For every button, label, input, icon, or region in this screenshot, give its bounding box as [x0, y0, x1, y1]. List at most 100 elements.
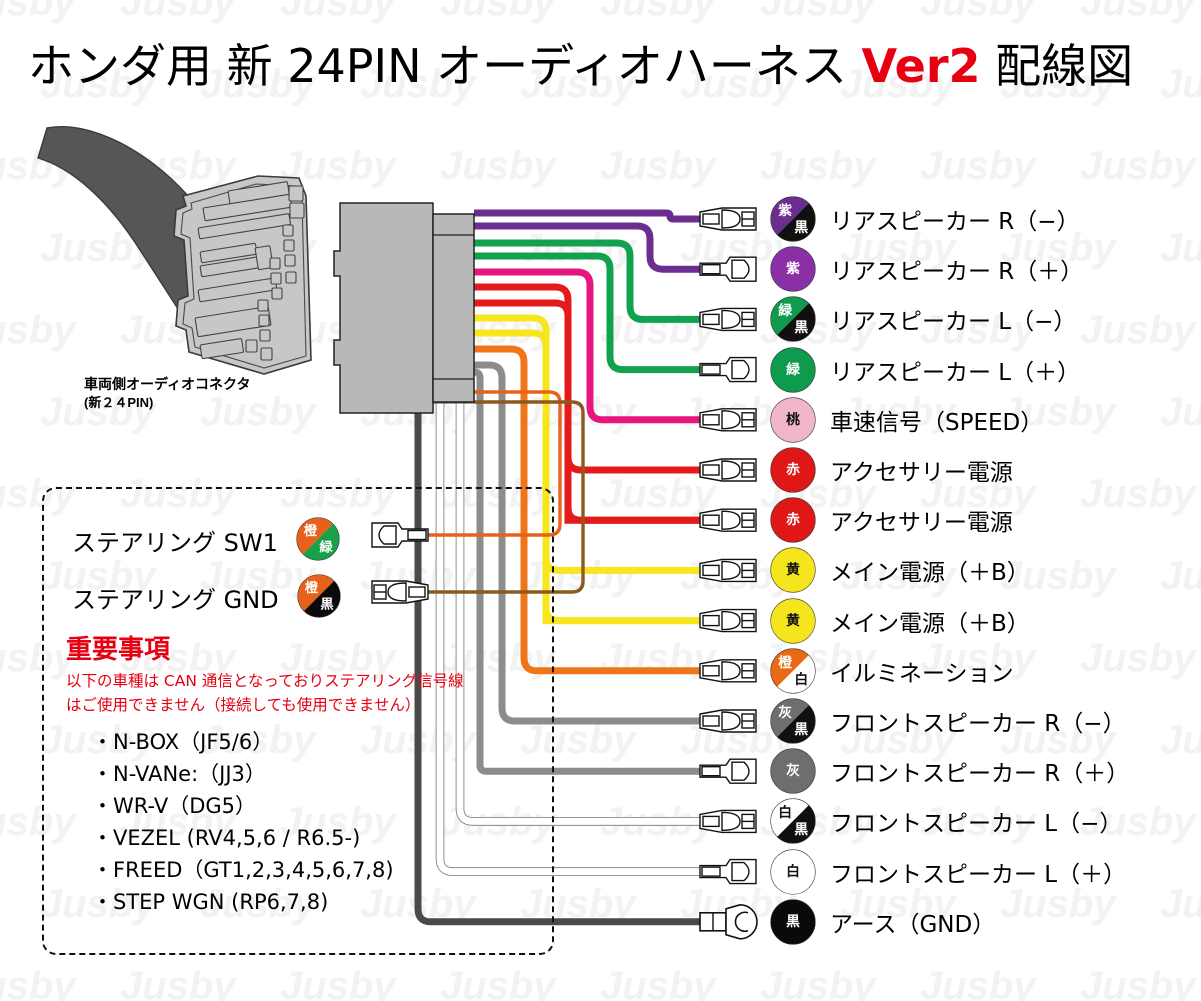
legend-row-label: リアスピーカー R（−） — [830, 209, 1080, 235]
wire-color-dot: 緑 — [770, 347, 816, 393]
wire-color-dot-svg: 白黒 — [770, 798, 816, 844]
wire-color-kanji: 黄 — [786, 561, 800, 578]
wire-color-dot-svg: 白 — [770, 849, 816, 895]
legend-row: 紫黒リアスピーカー R（−） — [770, 196, 1080, 242]
legend-row: 灰フロントスピーカー R（＋） — [770, 748, 1129, 794]
legend-row-label: メイン電源（＋B） — [830, 610, 1030, 637]
terminal-male — [699, 758, 757, 784]
harness-block-rear — [333, 202, 434, 414]
legend-row: 白黒フロントスピーカー L（−） — [770, 798, 1122, 844]
legend-row-label: イルミネーション — [830, 660, 1014, 687]
legend-row-label: リアスピーカー L（＋） — [830, 359, 1081, 386]
wire-color-kanji: 黒 — [786, 914, 800, 930]
wire-color-dot-svg: 黄 — [770, 547, 816, 593]
wire-color-kanji: 橙 — [778, 654, 792, 671]
important-heading: 重要事項 — [66, 635, 171, 665]
model-list-item: ・VEZEL (RV4,5,6 / R6.5-) — [92, 825, 361, 850]
harness-junction-block — [333, 202, 475, 414]
wire-color-kanji: 黒 — [794, 823, 808, 839]
steering-wire-path — [428, 400, 585, 594]
terminal-female — [699, 207, 757, 231]
terminal-female — [699, 508, 757, 532]
wire-color-dot: 桃 — [770, 397, 816, 443]
connector-caption-line1: 車両側オーディオコネクタ — [84, 376, 251, 392]
wire-path — [474, 239, 700, 323]
wire-color-kanji: 灰 — [786, 762, 800, 779]
important-notice-box: ステアリング SW1 橙緑 ステアリング GND 橙黒 重要事項 以下の車種は … — [42, 487, 554, 955]
wire-color-dot-svg: 灰黒 — [770, 698, 816, 744]
wire-branch-path — [542, 570, 700, 625]
wire-color-kanji: 黄 — [786, 612, 800, 629]
wire-color-dot-svg: 赤 — [770, 447, 816, 493]
wire-color-dot: 白 — [770, 849, 816, 895]
legend-row: 灰黒フロントスピーカー R（−） — [770, 698, 1126, 744]
legend-row-label: フロントスピーカー L（−） — [830, 811, 1123, 838]
important-line1: 以下の車種は CAN 通信となっておりステアリング信号線 — [66, 672, 464, 690]
terminal-male — [699, 858, 757, 885]
wire-legend-list: 紫黒リアスピーカー R（−）紫リアスピーカー R（＋）緑黒リアスピーカー L（−… — [770, 0, 1201, 1001]
wire-color-dot-svg: 緑黒 — [770, 296, 816, 342]
wire-path — [474, 361, 700, 725]
legend-row: 黄 メイン電源（＋B） — [770, 598, 1030, 644]
wire-color-dot-svg: 緑 — [770, 347, 816, 393]
wire-color-kanji: 黒 — [794, 220, 808, 236]
legend-row-label: アース（GND） — [830, 911, 996, 938]
connector-caption-line2: (新２４PIN) — [84, 395, 154, 411]
wire-color-dot: 黄 — [770, 547, 816, 593]
wire-color-dot: 橙白 — [770, 648, 816, 694]
steering-terminals — [371, 522, 429, 604]
wire-routes — [404, 209, 700, 926]
wire-path — [474, 222, 700, 273]
model-list-item: ・N-BOX（JF5/6） — [92, 730, 274, 754]
terminal-female — [699, 408, 757, 432]
wire-color-dot-svg: 赤 — [770, 497, 816, 543]
terminal-female — [699, 659, 757, 683]
wire-path — [474, 209, 700, 223]
wire-color-kanji: 赤 — [786, 462, 800, 478]
wire-color-dot-svg: 黒 — [770, 899, 816, 945]
steering-sw1-label: ステアリング SW1 — [72, 528, 278, 557]
wire-color-kanji: 紫 — [778, 202, 792, 219]
legend-row: 黒 アース（GND） — [770, 899, 995, 945]
wire-color-kanji: 黒 — [794, 321, 808, 337]
steering-terminal-male — [371, 522, 429, 548]
wire-color-dot-svg: 紫黒 — [770, 196, 816, 242]
steering-color-dot-svg: 橙黒 — [297, 574, 341, 618]
steering-gnd-color-dot: 橙黒 — [297, 574, 343, 620]
wire-color-dot-svg: 灰 — [770, 748, 816, 794]
wire-color-dot: 緑黒 — [770, 296, 816, 342]
legend-row: 緑黒リアスピーカー L（−） — [770, 296, 1076, 342]
important-notice: 重要事項 以下の車種は CAN 通信となっておりステアリング信号線 はご使用でき… — [66, 629, 464, 717]
terminal-male — [699, 356, 757, 383]
model-list-item: ・N-VANe:（JJ3） — [92, 761, 266, 786]
terminal-female — [699, 458, 757, 482]
wire-color-dot-svg: 黄 — [770, 598, 816, 644]
wire-color-kanji: 黒 — [320, 596, 333, 612]
steering-sw1-row: ステアリング SW1 橙緑 — [72, 517, 342, 563]
wire-color-dot: 赤 — [770, 497, 816, 543]
wire-color-kanji: 橙 — [304, 522, 318, 539]
wire-color-kanji: 灰 — [778, 704, 792, 721]
page-title-pre: ホンダ用 新 24PIN オーディオハーネス — [28, 39, 862, 93]
terminal-female — [699, 709, 757, 733]
legend-row-label: リアスピーカー L（−） — [830, 309, 1077, 336]
terminal-female — [699, 608, 757, 633]
wire-color-kanji: 桃 — [786, 411, 800, 428]
wire-color-dot-svg: 桃 — [770, 397, 816, 443]
connector-pin-cavities — [194, 181, 305, 361]
wire-color-dot-svg: 橙白 — [770, 648, 816, 694]
incompatible-model-list: ・N-BOX（JF5/6）・N-VANe:（JJ3）・WR-V（DG5）・VEZ… — [92, 727, 394, 918]
wire-color-dot-svg: 紫 — [770, 246, 816, 292]
page-title: ホンダ用 新 24PIN オーディオハーネス Ver2 配線図 — [28, 30, 1133, 96]
wire-color-kanji: 白 — [794, 671, 808, 688]
wire-color-dot: 灰黒 — [770, 698, 816, 744]
wire-color-kanji: 緑 — [778, 303, 792, 320]
legend-row: 赤アクセサリー電源 — [770, 447, 1013, 493]
legend-row: 赤アクセサリー電源 — [770, 497, 1013, 543]
legend-row-label: 車速信号（SPEED） — [830, 409, 1044, 436]
model-list-item: ・STEP WGN (RP6,7,8) — [92, 889, 329, 914]
wire-path — [474, 252, 700, 374]
harness-block-front — [432, 213, 475, 403]
terminal-male — [699, 256, 757, 282]
